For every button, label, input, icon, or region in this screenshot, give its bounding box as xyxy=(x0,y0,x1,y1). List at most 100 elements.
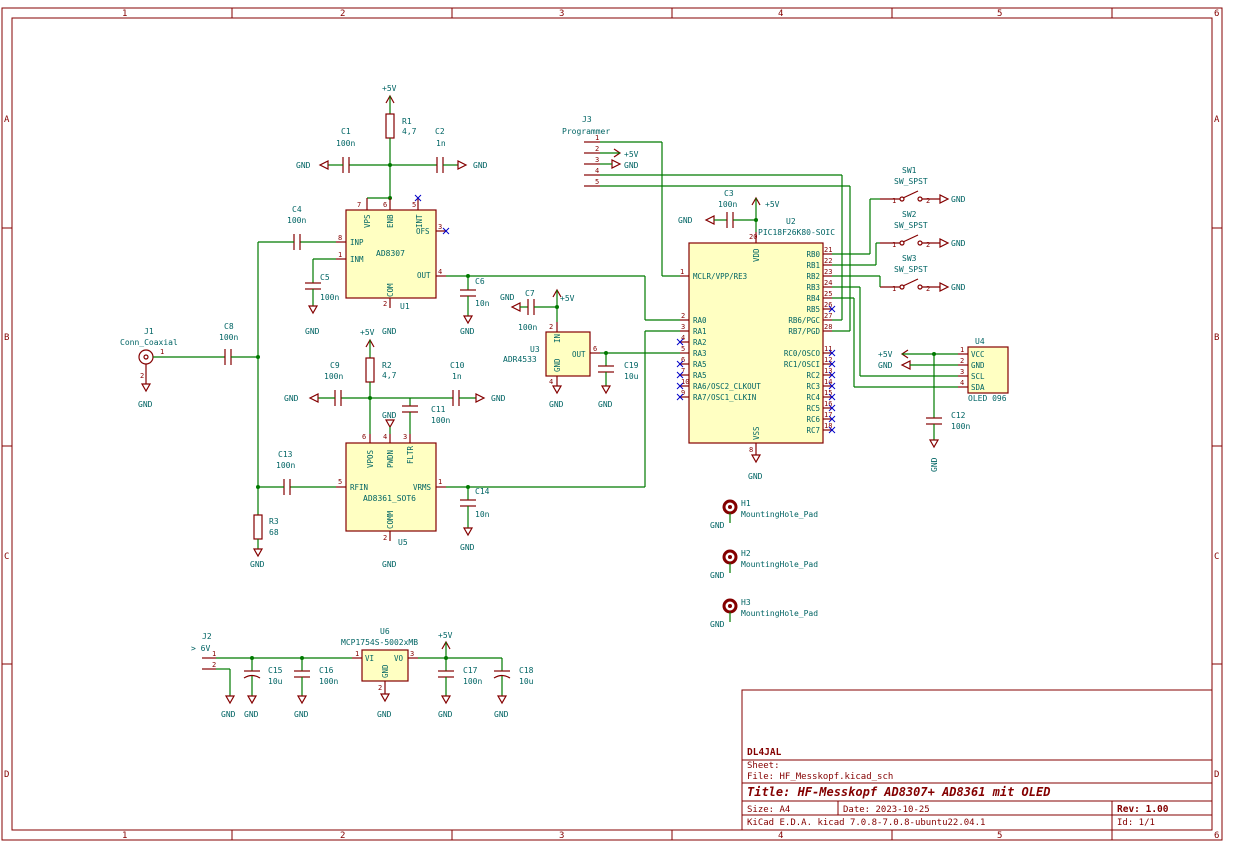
u2-rb-rc-pins: 21RB022RB123RB224RB325RB426RB527RB6/PGC2… xyxy=(784,246,836,435)
svg-text:1: 1 xyxy=(355,650,359,658)
switch-wires xyxy=(832,198,958,388)
coax-connector-j1[interactable] xyxy=(138,349,154,365)
svg-text:12: 12 xyxy=(824,356,832,364)
gnd-label: GND xyxy=(710,521,725,530)
gnd-icon xyxy=(475,393,486,403)
gnd-label: GND xyxy=(305,327,320,336)
voltage-reference-section: GND C7 100n +5V 2 IN OUT GND U3 ADR4533 … xyxy=(500,288,680,409)
gnd-icon xyxy=(224,695,236,705)
gnd-label: GND xyxy=(710,620,725,629)
gnd-label: GND xyxy=(951,283,966,292)
gnd-label: GND xyxy=(624,161,639,170)
gnd-icon xyxy=(939,282,950,292)
u3-val: ADR4533 xyxy=(503,355,537,364)
svg-text:3: 3 xyxy=(960,368,964,376)
gnd-label: GND xyxy=(250,560,265,569)
gnd-icon xyxy=(462,315,474,325)
gnd-label: GND xyxy=(951,239,966,248)
gnd-label: GND xyxy=(951,195,966,204)
svg-text:18: 18 xyxy=(824,422,832,430)
gnd-icon xyxy=(900,360,911,370)
gnd-label: GND xyxy=(284,394,299,403)
c7-ref: C7 xyxy=(525,289,535,298)
power-5v-label: +5V xyxy=(878,350,893,359)
gnd-label: GND xyxy=(494,710,509,719)
gnd-icon xyxy=(457,160,468,170)
gnd-icon xyxy=(750,454,762,464)
u2-ref: U2 xyxy=(786,217,796,226)
u6-val: MCP1754S-5002xMB xyxy=(341,638,418,647)
svg-text:5: 5 xyxy=(338,478,342,486)
svg-text:1: 1 xyxy=(892,241,896,249)
gnd-label: GND xyxy=(382,411,397,420)
gnd-label: GND xyxy=(244,710,259,719)
pin-in: IN xyxy=(553,334,562,343)
gnd-label: GND xyxy=(930,457,939,472)
gnd-label: GND xyxy=(678,216,693,225)
gnd-icon xyxy=(379,693,391,703)
gnd-icon xyxy=(252,548,264,558)
pin-com: COM xyxy=(386,283,395,297)
row-label: B xyxy=(1214,333,1219,343)
c4-val: 100n xyxy=(287,216,306,225)
svg-text:2: 2 xyxy=(549,323,553,331)
ic-u5-ad8361[interactable] xyxy=(345,442,437,532)
c10-ref: C10 xyxy=(450,361,465,370)
u2-pin-label: RA6/OSC2_CLKOUT xyxy=(693,382,761,391)
power-5v-label: +5V xyxy=(360,328,375,337)
svg-text:28: 28 xyxy=(824,323,832,331)
revision: Rev: 1.00 xyxy=(1117,804,1169,815)
ic-u2-pic18f26k80[interactable] xyxy=(688,242,824,444)
pin-out: OUT xyxy=(417,271,431,280)
hole-val: MountingHole_Pad xyxy=(741,560,818,569)
svg-text:1: 1 xyxy=(160,348,164,356)
col-label: 6 xyxy=(1214,9,1219,19)
svg-text:5: 5 xyxy=(412,201,416,209)
pin-gnd: GND xyxy=(553,358,562,372)
col-label: 5 xyxy=(997,831,1002,841)
row-label: D xyxy=(1214,770,1219,780)
gnd-icon xyxy=(462,527,474,537)
row-label: A xyxy=(1214,115,1220,125)
gnd-icon xyxy=(318,160,329,170)
r1-ref: R1 xyxy=(402,117,412,126)
ic-u3-adr4533[interactable] xyxy=(545,331,591,377)
col-label: 6 xyxy=(1214,831,1219,841)
c16-val: 100n xyxy=(319,677,338,686)
pin-vrms: VRMS xyxy=(413,483,432,492)
pin-vpos: VPOS xyxy=(366,449,375,468)
programmer-header-j3: J3 Programmer 1 2 3 4 5 +5V GND xyxy=(562,115,851,332)
gnd-label: GND xyxy=(382,560,397,569)
gnd-icon xyxy=(296,695,308,705)
svg-text:1: 1 xyxy=(212,650,216,658)
hole-ref: H3 xyxy=(741,598,751,607)
svg-text:27: 27 xyxy=(824,312,832,320)
u5-val: AD8361_SOT6 xyxy=(363,494,416,503)
hole-ref: H1 xyxy=(741,499,751,508)
c4-ref: C4 xyxy=(292,205,302,214)
resistor-r1[interactable] xyxy=(385,113,395,139)
gnd-icon xyxy=(928,439,940,449)
c8-ref: C8 xyxy=(224,322,234,331)
svg-text:11: 11 xyxy=(824,345,832,353)
c3-ref: C3 xyxy=(724,189,734,198)
row-label: B xyxy=(4,333,9,343)
oled-display-u4[interactable] xyxy=(967,346,1009,394)
u2-pin-label: RB2 xyxy=(806,272,820,281)
gnd-label: GND xyxy=(296,161,311,170)
sheet-id: Id: 1/1 xyxy=(1117,818,1155,828)
u2-pin-label: RA7/OSC1_CLKIN xyxy=(693,393,756,402)
resistor-r3[interactable] xyxy=(253,514,263,540)
j1-val: Conn_Coaxial xyxy=(120,338,178,347)
resistor-r2[interactable] xyxy=(365,357,375,383)
svg-text:26: 26 xyxy=(824,301,832,309)
c8-val: 100n xyxy=(219,333,238,342)
u4-val: OLED 096 xyxy=(968,394,1007,403)
ic-u1-ad8307[interactable] xyxy=(345,209,437,299)
gnd-label: GND xyxy=(473,161,488,170)
